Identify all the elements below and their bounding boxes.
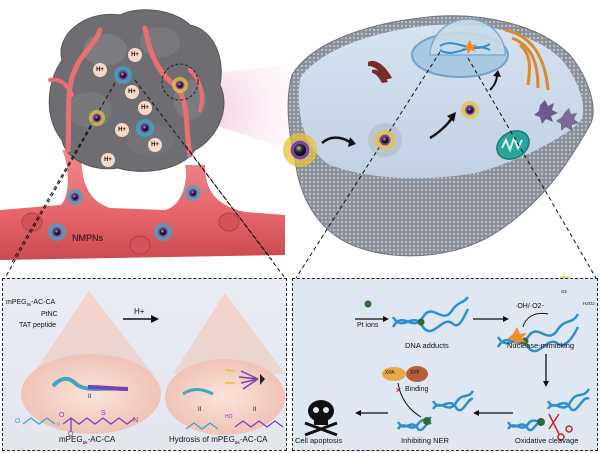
caption-right: Hydrosis of mPEG5k-AC-CA — [169, 435, 268, 446]
proton-badge: H+ — [128, 48, 142, 62]
skull-icon — [304, 400, 338, 437]
dna-helix — [496, 313, 580, 353]
xpf-label: XPF — [410, 370, 420, 376]
xpa-label: XPA — [385, 370, 395, 376]
uptake-arrow — [321, 136, 351, 144]
chem-nitrogen: N — [133, 417, 139, 424]
proton-badge: H+ — [125, 85, 139, 99]
xpf-protein — [406, 366, 428, 382]
nanoparticle — [283, 133, 317, 167]
cleaved-dna — [506, 388, 591, 432]
ros-arrow — [522, 312, 549, 328]
step-label-cleavage: Oxidative cleavage — [515, 436, 579, 445]
chem-o: O — [15, 418, 21, 425]
panel-left-art — [21, 291, 285, 435]
ros-label: ·OH/·O2- — [515, 303, 544, 310]
nanoparticle — [136, 119, 154, 137]
blocked-mark: ✕ — [395, 386, 402, 395]
step-label-nuclease: Nuclease-mimicking — [507, 341, 575, 350]
step-label-ner: Inhibiting NER — [401, 436, 449, 445]
ner-dna — [396, 390, 475, 432]
nmpns-label: NMPNs — [72, 233, 103, 243]
equals-right-1: II — [198, 407, 202, 413]
lysosome — [556, 108, 579, 131]
ros-burst-icon — [462, 40, 477, 54]
chem-acid: HO — [225, 414, 233, 420]
nanoparticle — [114, 66, 132, 84]
panel-dna-damage-mechanism: Pt ions DNA adducts Nuclease-mimicking O… — [292, 278, 598, 451]
lysosome — [534, 100, 558, 124]
scissors-icon — [548, 413, 573, 441]
xpa-protein — [382, 367, 406, 381]
proton-badge: H+ — [101, 153, 115, 167]
proton-badge: H+ — [148, 138, 162, 152]
golgi-apparatus — [504, 28, 550, 91]
ros-burst-icon — [507, 327, 527, 347]
zoom-ellipse-left — [21, 354, 161, 434]
nanoparticle — [185, 185, 201, 201]
nucleus — [411, 18, 509, 78]
dna-helix — [391, 296, 470, 333]
chem-carbonyl-o: O — [68, 431, 74, 438]
chem-sulfur: S — [101, 410, 106, 417]
core-label: PtNC — [41, 311, 58, 318]
equals-left: II — [88, 394, 92, 400]
red-blood-cell — [129, 235, 151, 255]
o2-label: O2 — [561, 289, 568, 294]
binding-label: Binding — [405, 386, 429, 393]
endoplasmic-reticulum — [368, 60, 392, 83]
peptide-label: TAT peptide — [19, 322, 56, 329]
nanoparticle — [154, 223, 172, 241]
escape-arrow — [429, 117, 454, 140]
nanoparticle — [67, 189, 83, 205]
pt-ion — [364, 300, 372, 308]
shell-label: mPEG5k-AC-CA — [6, 299, 56, 307]
nanoparticle — [48, 223, 66, 241]
highlight-circle — [161, 63, 199, 101]
panel-peg-hydrolysis: mPEG5k-AC-CA PtNC TAT peptide H+ II II I… — [2, 278, 287, 451]
red-blood-cell — [218, 212, 240, 232]
mitochondrion — [496, 130, 530, 160]
chem-n: n — [57, 422, 61, 428]
nanoparticle — [375, 130, 395, 150]
equals-right-2: II — [253, 407, 257, 413]
nanoparticle — [172, 77, 188, 93]
chem-ester-o: O — [59, 412, 65, 419]
reaction-condition: H+ — [134, 307, 145, 316]
nanoparticle — [89, 110, 105, 126]
caption-left: mPEG5k-AC-CA — [59, 435, 116, 446]
proton-badge: H+ — [115, 123, 129, 137]
h2o2-label: H2O2 — [583, 301, 595, 306]
step-label-apoptosis: Cell apoptosis — [295, 436, 343, 445]
cell — [287, 15, 594, 257]
guide-lines — [4, 51, 597, 279]
proton-badge: H+ — [93, 63, 107, 77]
step-label-dna-adducts: DNA adducts — [405, 341, 449, 350]
nanoparticle — [461, 101, 479, 119]
panel-right-art — [304, 296, 591, 441]
binding-arrow — [397, 382, 422, 418]
pt-dna-adduct — [417, 318, 425, 326]
proton-badge: H+ — [138, 101, 152, 115]
step-label-pt-ions: Pt ions — [357, 322, 379, 329]
